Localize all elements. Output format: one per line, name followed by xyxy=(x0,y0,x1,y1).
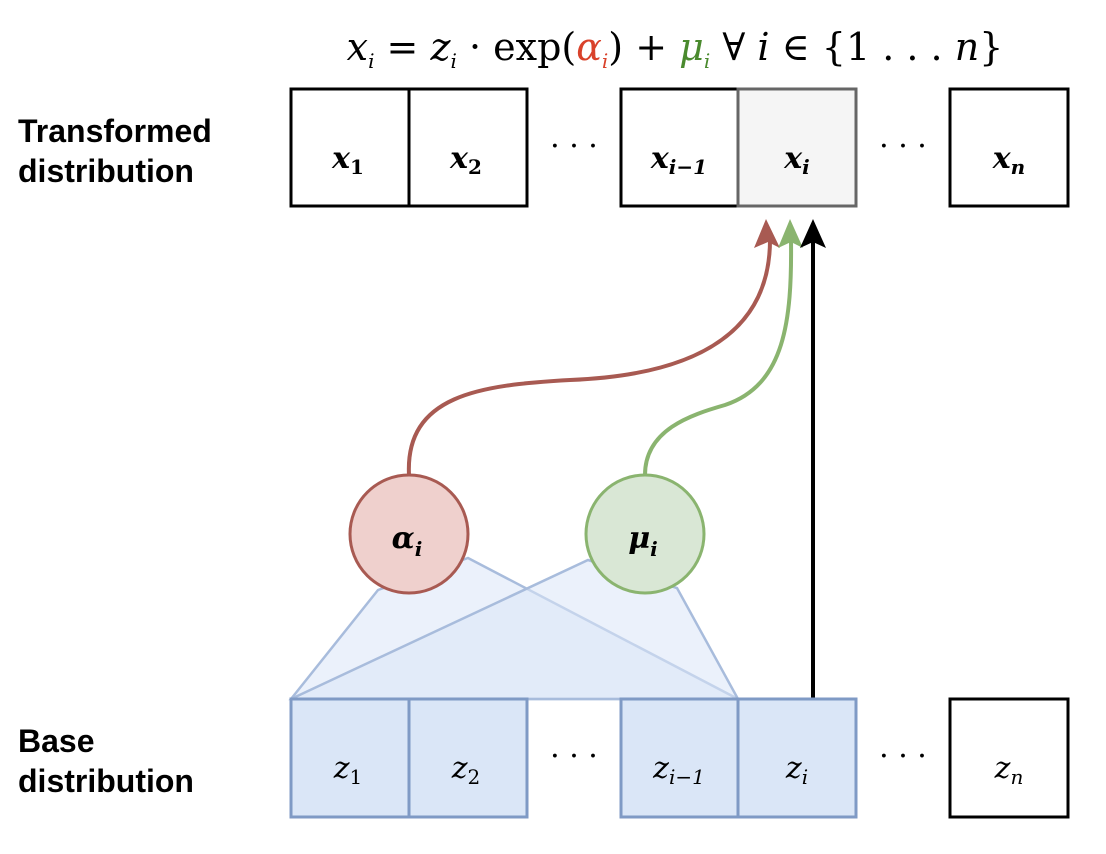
z-cell-i xyxy=(736,697,858,819)
alpha-symbol: α xyxy=(392,521,415,556)
formula: xi = zi · exp(αi) + μi ∀ i ∈ {1 . . . n} xyxy=(347,25,1004,73)
formula-n: n xyxy=(955,25,979,69)
mu-arrow xyxy=(643,239,794,476)
formula-forall: ∀ xyxy=(710,25,757,69)
alpha-sub: i xyxy=(415,537,423,561)
formula-set: ∈ {1 . . . xyxy=(769,25,954,69)
formula-x: x xyxy=(347,25,368,69)
formula-z: z xyxy=(429,25,451,69)
x-cell-i-minus-1 xyxy=(619,87,740,208)
x-ellipsis-1: · · · xyxy=(550,129,598,164)
x-label-n: xn xyxy=(992,141,1025,179)
formula-eq: = xyxy=(374,25,430,69)
x-label-1: x1 xyxy=(331,141,364,179)
z-cell-2 xyxy=(407,697,529,819)
z-ellipsis-2: · · · xyxy=(879,739,927,774)
mu-sub: i xyxy=(650,537,658,561)
mu-node: μi xyxy=(584,473,706,595)
z-cell-1 xyxy=(289,697,411,819)
formula-alpha: α xyxy=(576,25,602,69)
z-label-n: zn xyxy=(994,751,1024,789)
base-label-line2: distribution xyxy=(18,763,194,799)
formula-sub: i xyxy=(602,49,608,73)
mu-arrowhead xyxy=(778,219,803,248)
z-label-1: z1 xyxy=(333,751,363,789)
x-label-i-minus-1: xi−1 xyxy=(650,141,707,179)
base-label-line1: Base xyxy=(18,723,95,759)
alpha-node: αi xyxy=(348,473,470,595)
alpha-arrow xyxy=(406,239,772,476)
x-cell-i xyxy=(736,87,858,208)
formula-brace: } xyxy=(979,25,1003,69)
alpha-arrowhead xyxy=(754,219,780,248)
z-cell-i-minus-1 xyxy=(619,697,740,819)
formula-plus: ) + xyxy=(608,25,679,69)
z-label-i-minus-1: zi−1 xyxy=(652,751,705,789)
transformed-label-line2: distribution xyxy=(18,153,194,189)
z-label-i: zi xyxy=(785,751,808,789)
formula-i: i xyxy=(757,25,769,69)
mu-input-fan xyxy=(290,558,741,701)
z-to-x-arrowhead xyxy=(800,219,826,248)
z-ellipsis-1: · · · xyxy=(550,739,598,774)
z-label-2: z2 xyxy=(451,751,481,789)
x-label-2: x2 xyxy=(449,141,482,179)
transformed-row: x1 x2 xi−1 xi xn · · · · · · xyxy=(289,87,1070,208)
x-ellipsis-2: · · · xyxy=(879,129,927,164)
svg-text:μi: μi xyxy=(628,521,658,561)
formula-sub: i xyxy=(704,49,710,73)
formula-sub: i xyxy=(451,49,457,73)
formula-exp: · exp( xyxy=(457,25,576,69)
x-cell-2 xyxy=(407,87,529,208)
base-row: z1 z2 zi−1 zi zn · · · · · · xyxy=(289,697,1070,819)
transformed-label-line1: Transformed xyxy=(18,113,212,149)
formula-sub: i xyxy=(368,49,374,73)
svg-text:αi: αi xyxy=(392,521,423,561)
formula-mu: μ xyxy=(679,25,704,69)
x-label-i: xi xyxy=(783,141,810,179)
mu-symbol: μ xyxy=(628,521,650,556)
x-cell-1 xyxy=(289,87,411,208)
z-cell-n xyxy=(948,697,1070,819)
x-cell-n xyxy=(948,87,1070,208)
